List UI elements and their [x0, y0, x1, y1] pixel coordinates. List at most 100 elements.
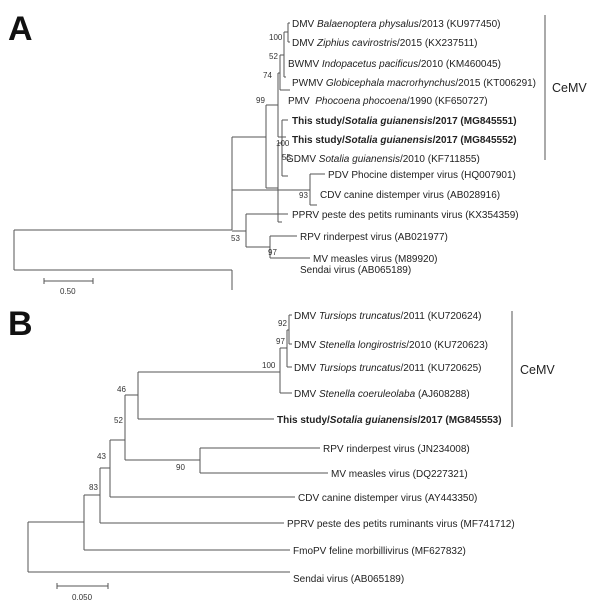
panel-a-label: A [8, 10, 33, 48]
leaf-text-segment: /2013 (KU977450) [419, 19, 501, 30]
bootstrap-b2: 97 [276, 337, 285, 346]
bootstrap-a1: 100 [269, 33, 283, 42]
leaf-text-segment: PPRV peste des petits ruminants virus (K… [292, 210, 519, 221]
leaf-text-segment: /1990 (KF650727) [407, 96, 488, 107]
panel-a-leaf-labels: DMV Balaenoptera physalus/2013 (KU977450… [286, 19, 536, 276]
panel-a: A [8, 10, 587, 296]
leaf-text-segment: Sotalia guianensis [345, 135, 433, 146]
leaf-text-segment: /2017 (MG845552) [433, 135, 517, 146]
leaf-text-segment: This study/ [277, 415, 330, 426]
panel-b-label: B [8, 305, 33, 343]
leaf-text-segment: PDV Phocine distemper virus (HQ007901) [328, 170, 516, 181]
leaf-text-segment: DMV [292, 38, 317, 49]
leaf-text-segment: Tursiops truncatus [319, 311, 401, 322]
leaf-text-segment: PMV [288, 96, 315, 107]
leaf-text-segment: RPV rinderpest virus (JN234008) [323, 444, 470, 455]
leaf-a12: RPV rinderpest virus (AB021977) [300, 232, 448, 243]
panel-a-clade-label: CeMV [552, 81, 587, 95]
leaf-text-segment: /2010 (KF711855) [400, 154, 480, 165]
leaf-text-segment: RPV rinderpest virus (AB021977) [300, 232, 448, 243]
leaf-b5: This study/Sotalia guianensis/2017 (MG84… [277, 415, 502, 426]
panel-a-scale-label: 0.50 [60, 287, 76, 296]
leaf-a13: MV measles virus (M89920) [313, 254, 437, 265]
leaf-text-segment: CDV canine distemper virus (AY443350) [298, 493, 477, 504]
panel-b-cemv-bracket: CeMV [511, 311, 555, 427]
leaf-text-segment: DMV [294, 389, 319, 400]
leaf-a8: GDMV Sotalia guianensis/2010 (KF711855) [286, 154, 480, 165]
leaf-b7: MV measles virus (DQ227321) [331, 469, 468, 480]
leaf-text-segment: /2015 (KT006291) [455, 78, 536, 89]
panel-b-tree [27, 314, 328, 573]
panel-a-tree [13, 22, 325, 290]
bootstrap-a4: 99 [256, 96, 265, 105]
leaf-text-segment: Ziphius cavirostris [316, 38, 397, 49]
leaf-text-segment: Stenella coeruleolaba [319, 389, 416, 400]
panel-a-cemv-bracket: CeMV [544, 15, 587, 160]
leaf-b3: DMV Tursiops truncatus/2011 (KU720625) [294, 363, 482, 374]
panel-a-bootstrap-values: 100 52 74 99 100 55 93 53 97 [231, 33, 308, 257]
bootstrap-b6: 90 [176, 463, 185, 472]
leaf-a7: This study/Sotalia guianensis/2017 (MG84… [292, 135, 517, 146]
panel-b-scale-bar: 0.050 [56, 583, 109, 602]
leaf-text-segment: MV measles virus (M89920) [313, 254, 437, 265]
panel-b: B [8, 305, 555, 602]
bootstrap-a6: 55 [282, 153, 291, 162]
leaf-text-segment: Sendai virus (AB065189) [293, 574, 404, 585]
bootstrap-a8: 53 [231, 234, 240, 243]
leaf-text-segment: CDV canine distemper virus (AB028916) [320, 190, 500, 201]
bootstrap-b5: 52 [114, 416, 123, 425]
bootstrap-a5: 100 [276, 139, 290, 148]
leaf-b10: FmoPV feline morbillivirus (MF627832) [293, 546, 466, 557]
leaf-text-segment: Sotalia guianensis [330, 415, 418, 426]
leaf-a14: Sendai virus (AB065189) [300, 265, 411, 276]
leaf-text-segment: Balaenoptera physalus [317, 19, 419, 30]
leaf-text-segment: This study/ [292, 116, 345, 127]
leaf-b6: RPV rinderpest virus (JN234008) [323, 444, 470, 455]
leaf-a10: CDV canine distemper virus (AB028916) [320, 190, 500, 201]
bootstrap-b7: 43 [97, 452, 106, 461]
leaf-text-segment: DMV [292, 19, 317, 30]
leaf-text-segment: Sotalia guianensis [345, 116, 433, 127]
bootstrap-b3: 100 [262, 361, 276, 370]
leaf-text-segment: BWMV [288, 59, 322, 70]
panel-b-clade-label: CeMV [520, 363, 555, 377]
leaf-text-segment: MV measles virus (DQ227321) [331, 469, 468, 480]
leaf-b11: Sendai virus (AB065189) [293, 574, 404, 585]
leaf-b2: DMV Stenella longirostris/2010 (KU720623… [294, 340, 488, 351]
leaf-text-segment: Tursiops truncatus [319, 363, 401, 374]
bootstrap-a3: 74 [263, 71, 272, 80]
leaf-a1: DMV Balaenoptera physalus/2013 (KU977450… [292, 19, 500, 30]
panel-b-scale-label: 0.050 [72, 593, 93, 602]
leaf-text-segment: Globicephala macrorhynchus [326, 78, 456, 89]
bootstrap-b4: 46 [117, 385, 126, 394]
bootstrap-a2: 52 [269, 52, 278, 61]
leaf-a2: DMV Ziphius cavirostris/2015 (KX237511) [292, 38, 477, 49]
leaf-text-segment: Indopacetus pacificus [322, 59, 418, 70]
leaf-text-segment: /2017 (MG845551) [433, 116, 517, 127]
leaf-text-segment: This study/ [292, 135, 345, 146]
leaf-text-segment: PPRV peste des petits ruminants virus (M… [287, 519, 515, 530]
leaf-b1: DMV Tursiops truncatus/2011 (KU720624) [294, 311, 482, 322]
leaf-a11: PPRV peste des petits ruminants virus (K… [292, 210, 519, 221]
leaf-text-segment: /2011 (KU720624) [401, 311, 482, 322]
bootstrap-b8: 83 [89, 483, 98, 492]
leaf-a9: PDV Phocine distemper virus (HQ007901) [328, 170, 516, 181]
leaf-a5: PMV Phocoena phocoena/1990 (KF650727) [288, 96, 488, 107]
leaf-text-segment: Phocoena phocoena [315, 96, 407, 107]
leaf-text-segment: PWMV [292, 78, 326, 89]
leaf-text-segment: Sendai virus (AB065189) [300, 265, 411, 276]
panel-b-bootstrap-values: 92 97 100 46 52 90 43 83 [89, 319, 287, 492]
bootstrap-b1: 92 [278, 319, 287, 328]
leaf-text-segment: /2010 (KU720623) [406, 340, 488, 351]
leaf-text-segment: FmoPV feline morbillivirus (MF627832) [293, 546, 466, 557]
leaf-text-segment: GDMV [286, 154, 319, 165]
leaf-text-segment: /2017 (MG845553) [418, 415, 502, 426]
leaf-a6: This study/Sotalia guianensis/2017 (MG84… [292, 116, 517, 127]
leaf-a3: BWMV Indopacetus pacificus/2010 (KM46004… [288, 59, 501, 70]
leaf-text-segment: (AJ608288) [415, 389, 469, 400]
leaf-text-segment: Sotalia guianensis [319, 154, 400, 165]
leaf-a4: PWMV Globicephala macrorhynchus/2015 (KT… [292, 78, 536, 89]
leaf-text-segment: /2010 (KM460045) [418, 59, 501, 70]
leaf-b9: PPRV peste des petits ruminants virus (M… [287, 519, 515, 530]
bootstrap-a7: 93 [299, 191, 308, 200]
